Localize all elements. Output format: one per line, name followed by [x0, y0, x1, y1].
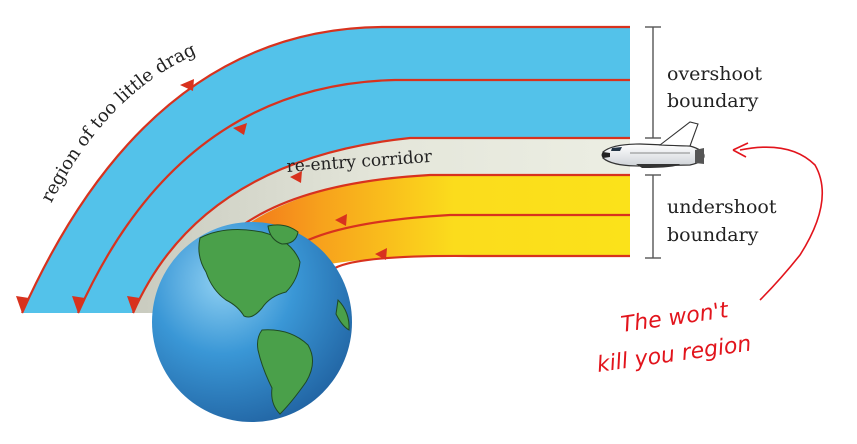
greenland-landmass: [267, 224, 299, 245]
annotation-line1: The won't: [619, 298, 731, 338]
undershoot-label: undershoot: [667, 196, 777, 218]
overshoot-boundary-label: boundary: [667, 90, 759, 112]
reentry-corridor-band: [133, 138, 630, 313]
trajectory-middle-1: [76, 78, 630, 314]
arrowhead: [72, 296, 85, 313]
arrowhead: [290, 171, 302, 183]
earth-globe: [152, 222, 352, 422]
trajectory-outer: [20, 25, 630, 314]
south-america-landmass: [257, 329, 313, 415]
arrowhead: [16, 296, 29, 313]
overshoot-label: overshoot: [667, 63, 762, 85]
annotation-arrow: [739, 146, 824, 301]
arrowhead: [335, 214, 347, 226]
trajectory-corridor-top: [131, 136, 630, 314]
too-little-drag-band: [22, 27, 630, 313]
boundary-brackets: [645, 26, 661, 259]
africa-landmass: [335, 298, 350, 331]
arrowhead: [233, 123, 247, 135]
arrowhead: [180, 79, 194, 91]
undershoot-boundary-label: boundary: [667, 224, 759, 246]
trajectory-under-2: [334, 254, 630, 269]
annotation-line2: kill you region: [595, 332, 753, 378]
arrowhead: [127, 296, 140, 313]
annotation-arrowhead: [732, 142, 749, 158]
space-shuttle-icon: [601, 121, 705, 168]
trajectory-arrowheads: [16, 79, 387, 313]
arrowhead: [375, 248, 387, 260]
